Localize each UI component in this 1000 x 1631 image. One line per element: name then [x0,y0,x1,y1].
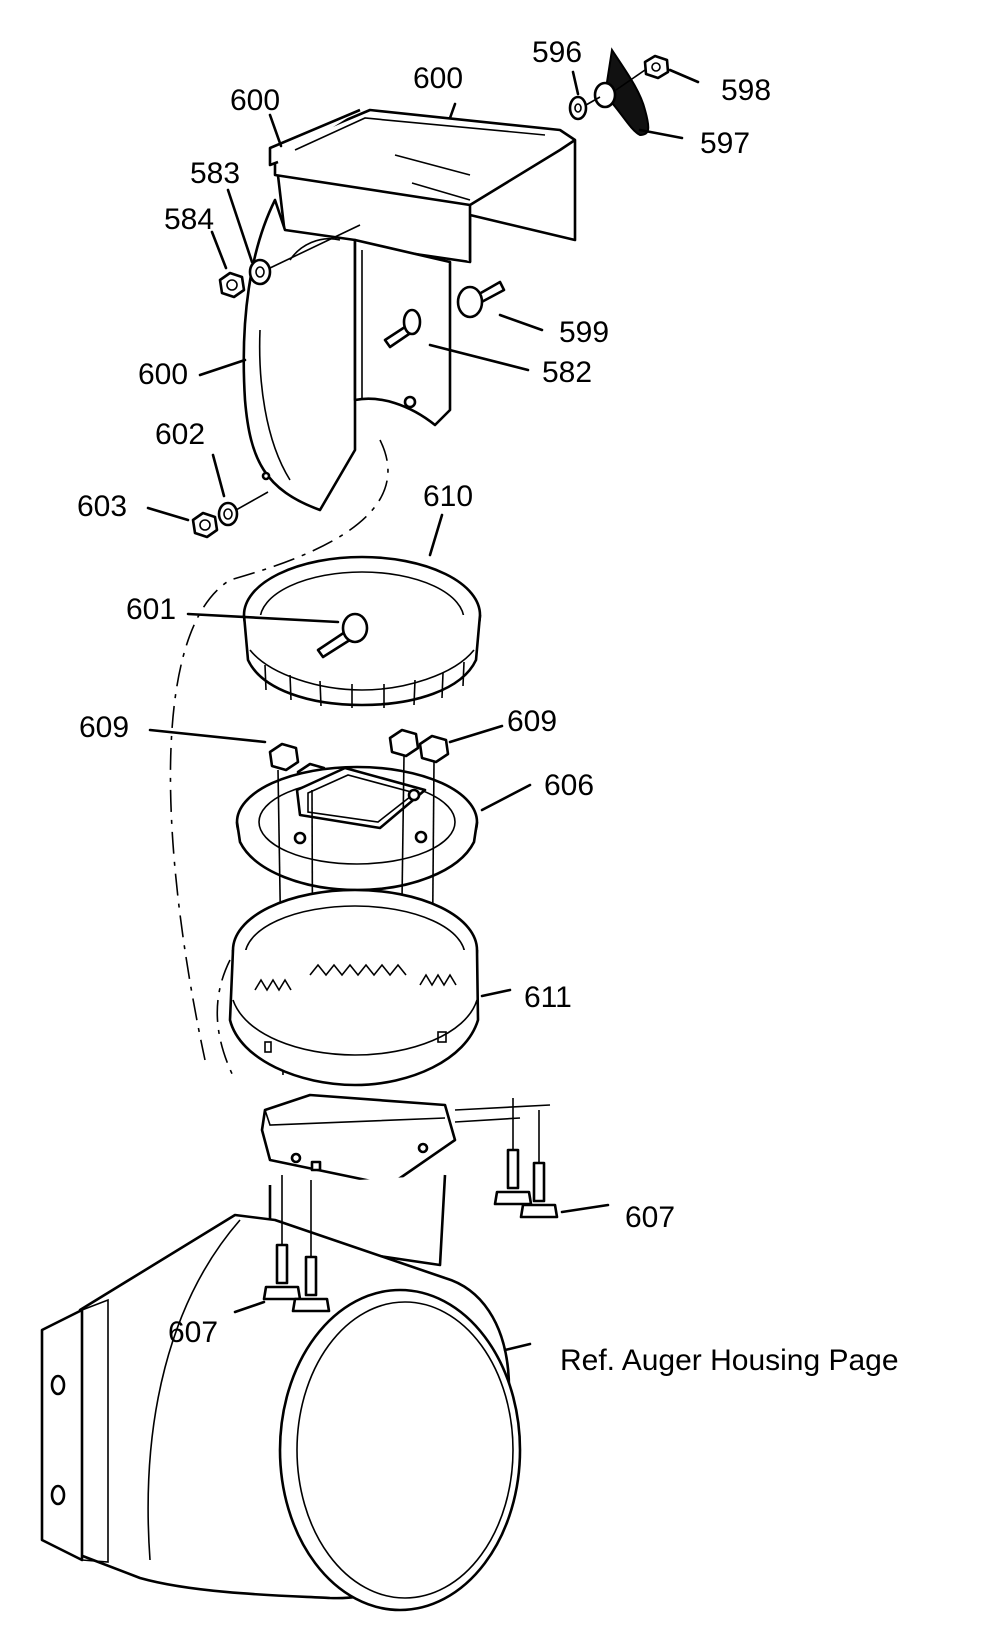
label-607-left: 607 [168,1316,218,1349]
nut-603 [191,511,219,539]
washer-596 [568,95,588,121]
chute-ring-610 [242,555,482,708]
label-596: 596 [532,36,582,69]
carriage-bolt-599 [456,280,506,319]
label-603: 603 [77,490,127,523]
label-600-left: 600 [230,84,280,117]
bolts-607 [262,1098,559,1313]
leader-lines [146,68,700,1352]
handle-597 [593,47,650,137]
label-583: 583 [190,157,240,190]
label-582: 582 [542,356,592,389]
label-598: 598 [721,74,771,107]
bolt-601 [316,612,369,659]
base-plate [260,1093,551,1187]
label-584: 584 [164,203,214,236]
label-607-right: 607 [625,1201,675,1234]
washer-583 [248,258,272,286]
assembly-guide-lines [169,439,389,1081]
label-601: 601 [126,593,176,626]
nut-598 [643,54,670,80]
nuts-609 [268,728,450,792]
nut-584 [218,271,246,299]
label-606: 606 [544,769,594,802]
bolt-582 [383,308,422,349]
label-602: 602 [155,418,205,451]
label-610: 610 [423,480,473,513]
washer-602 [217,501,239,527]
flange-plate-606 [235,765,479,892]
label-ref-auger-housing: Ref. Auger Housing Page [560,1344,899,1377]
label-600-top: 600 [413,62,463,95]
label-609-right: 609 [507,705,557,738]
label-609-left: 609 [79,711,129,744]
label-599: 599 [559,316,609,349]
label-597: 597 [700,127,750,160]
chute-deflector-600 [268,108,577,264]
auger-housing [40,1174,522,1612]
ring-gear-611 [228,888,480,1087]
label-611: 611 [524,981,572,1014]
label-600-mid: 600 [138,358,188,391]
